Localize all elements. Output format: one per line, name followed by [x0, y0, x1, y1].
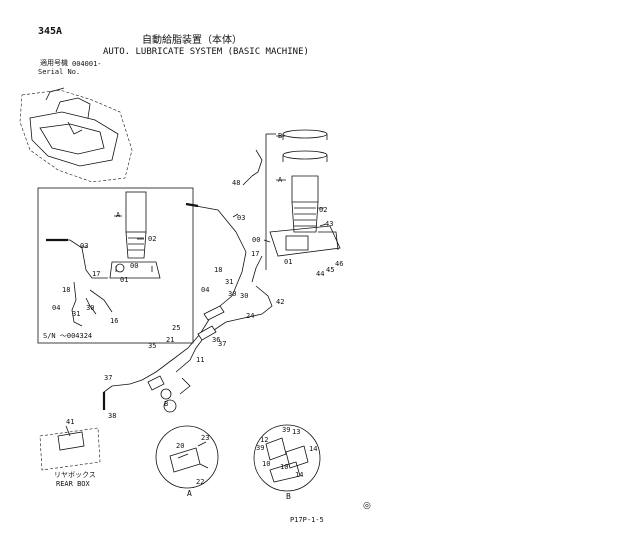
main-assembly — [102, 129, 341, 413]
callout-main: 25 — [172, 324, 180, 332]
callout-main: 00 — [252, 236, 260, 244]
callout-main: 30 — [240, 292, 248, 300]
callout-view-b: 12 — [260, 436, 268, 444]
callout-main: 24 — [246, 312, 254, 320]
callout-view-b: 10 — [280, 463, 288, 471]
callout-inset: 02 — [148, 235, 156, 243]
callout-main: 21 — [166, 336, 174, 344]
rear-box-sketch — [39, 425, 101, 471]
callout-inset: 03 — [80, 242, 88, 250]
callout-inset: 00 — [130, 262, 138, 270]
callout-main: 41 — [66, 418, 74, 426]
callout-inset: 30 — [86, 304, 94, 312]
callout-view-b: 14 — [309, 445, 317, 453]
callout-main: B — [278, 132, 282, 140]
callout-main: 04 — [201, 286, 209, 294]
callout-main: 01 — [284, 258, 292, 266]
callout-main: 18 — [214, 266, 222, 274]
callout-view-a: 23 — [201, 434, 209, 442]
callout-view-a: 22 — [196, 478, 204, 486]
inset-parts — [46, 191, 161, 327]
callout-main: 48 — [232, 179, 240, 187]
callout-view-b: 13 — [292, 428, 300, 436]
title-en: AUTO. LUBRICATE SYSTEM (BASIC MACHINE) — [103, 47, 309, 57]
callout-main: 35 — [148, 342, 156, 350]
callout-main: 37 — [104, 374, 112, 382]
callout-inset: 04 — [52, 304, 60, 312]
inset-frame — [37, 187, 194, 344]
leader-lines — [80, 135, 327, 248]
callout-main: 44 — [316, 270, 324, 278]
callout-main: 02 — [319, 206, 327, 214]
callout-view-b: 39 — [282, 426, 290, 434]
callout-main: 37 — [218, 340, 226, 348]
title-jp: 自動給脂装置（本体） — [142, 35, 242, 46]
callout-inset: 16 — [110, 317, 118, 325]
rear-box-label-jp: リヤボックス — [54, 471, 96, 479]
view-b-label: B — [286, 492, 291, 501]
callout-inset: 01 — [120, 276, 128, 284]
footer-symbol: ◎ — [363, 501, 371, 511]
view-b-parts — [265, 437, 309, 483]
callout-main: B — [164, 400, 168, 408]
callout-main: 45 — [326, 266, 334, 274]
serial-value: 004001- — [72, 60, 102, 68]
callout-main: 11 — [196, 356, 204, 364]
callout-main: 03 — [237, 214, 245, 222]
page-code: 345A — [38, 26, 63, 37]
callout-view-b: 10 — [262, 460, 270, 468]
callout-view-b: 39 — [256, 444, 264, 452]
callout-inset: A — [116, 211, 121, 219]
view-a-parts — [169, 441, 209, 473]
callout-main: 43 — [325, 220, 333, 228]
callout-main: 30 — [228, 290, 236, 298]
callout-main: 42 — [276, 298, 284, 306]
callout-main: 46 — [335, 260, 343, 268]
footer-page-ref: P17P-1-5 — [290, 516, 324, 524]
callout-main: 17 — [251, 250, 259, 258]
callout-view-b: 14 — [295, 471, 303, 479]
rear-box-label-en: REAR BOX — [56, 480, 90, 488]
callout-inset: 31 — [72, 310, 80, 318]
view-a-label: A — [187, 489, 192, 498]
callout-main: 38 — [108, 412, 116, 420]
serial-label-jp: 適用号機 — [40, 59, 68, 67]
callout-main: 31 — [225, 278, 233, 286]
callout-main: 36 — [212, 336, 220, 344]
machine-overview-sketch — [19, 87, 133, 183]
serial-label-en: Serial No. — [38, 68, 81, 76]
callout-view-a: 20 — [176, 442, 184, 450]
view-a-circle — [155, 425, 219, 489]
callout-main: A — [278, 176, 283, 184]
view-b-circle — [253, 424, 321, 492]
callout-inset: 17 — [92, 270, 100, 278]
inset-serial-note: S/N ～004324 — [43, 332, 93, 340]
callout-inset: 18 — [62, 286, 70, 294]
